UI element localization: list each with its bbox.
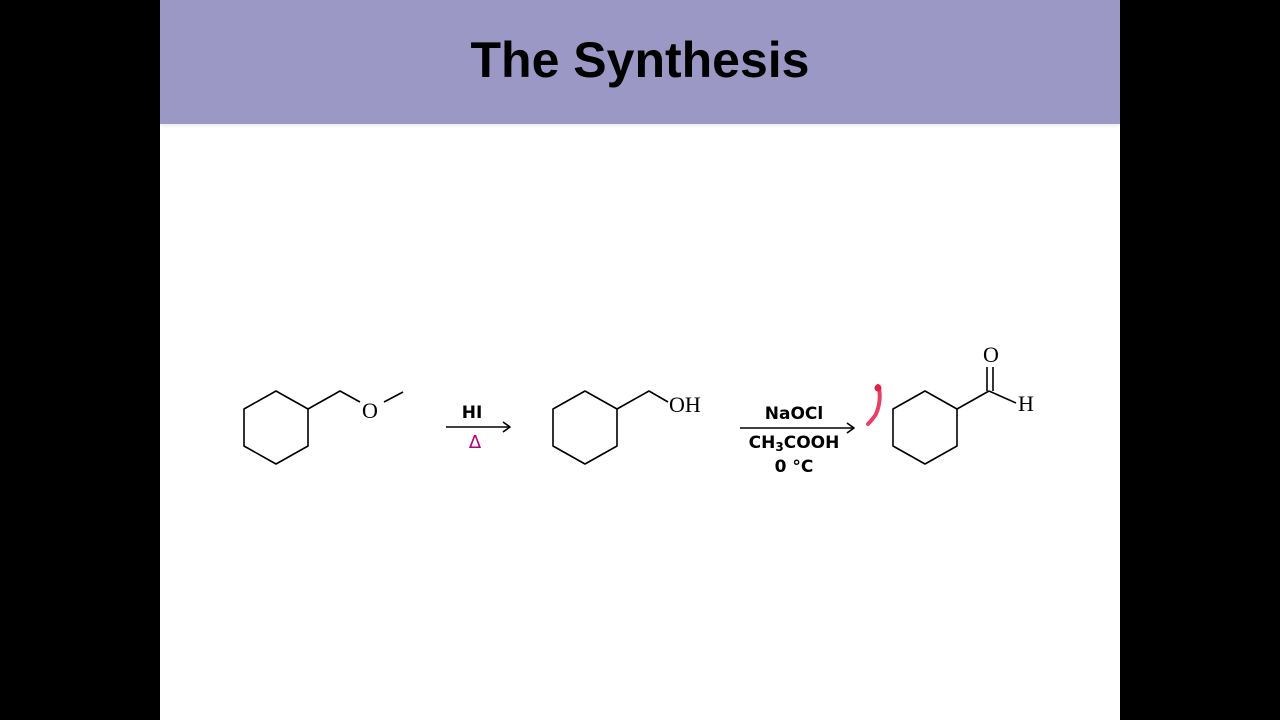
compound-cyclohexanecarbaldehyde: O H — [892, 342, 1034, 465]
reaction-arrow-2-head — [846, 422, 855, 434]
ether-chain-bonds — [307, 390, 361, 410]
aldehyde-h-bond — [988, 390, 1017, 404]
ether-methyl-bond — [383, 391, 404, 403]
slide: The Synthesis — [160, 0, 1120, 720]
cyclohexane-ring-3 — [892, 390, 958, 465]
slide-title: The Synthesis — [470, 32, 810, 88]
cyclohexane-ring-1 — [243, 390, 309, 465]
reaction-step-2: NaOCl CH3COOH 0 °C — [740, 404, 855, 477]
compound-methoxymethylcyclohexane: O — [243, 390, 404, 465]
ring-to-carbonyl-bond — [956, 390, 990, 410]
reaction-step-1: HI Δ — [446, 403, 511, 453]
reagent-acetic-acid: CH3COOH — [749, 433, 840, 454]
cyclohexane-ring-2 — [552, 390, 618, 465]
annotation-pen-mark — [866, 384, 882, 426]
carbonyl-oxygen-label: O — [983, 342, 999, 367]
compound-cyclohexylmethanol: OH — [552, 390, 701, 465]
aldehyde-hydrogen-label: H — [1018, 391, 1034, 416]
alcohol-chain-bonds — [616, 390, 669, 410]
hydroxyl-label: OH — [669, 392, 701, 417]
reaction-temperature: 0 °C — [775, 457, 814, 477]
reagent-hi: HI — [462, 403, 483, 423]
reaction-arrow-1-head — [502, 421, 511, 433]
annotation-pen-dot — [874, 384, 882, 392]
ether-oxygen-label: O — [362, 398, 378, 423]
heat-symbol: Δ — [469, 432, 482, 453]
title-bar: The Synthesis — [160, 0, 1120, 124]
reagent-naocl: NaOCl — [765, 404, 823, 424]
